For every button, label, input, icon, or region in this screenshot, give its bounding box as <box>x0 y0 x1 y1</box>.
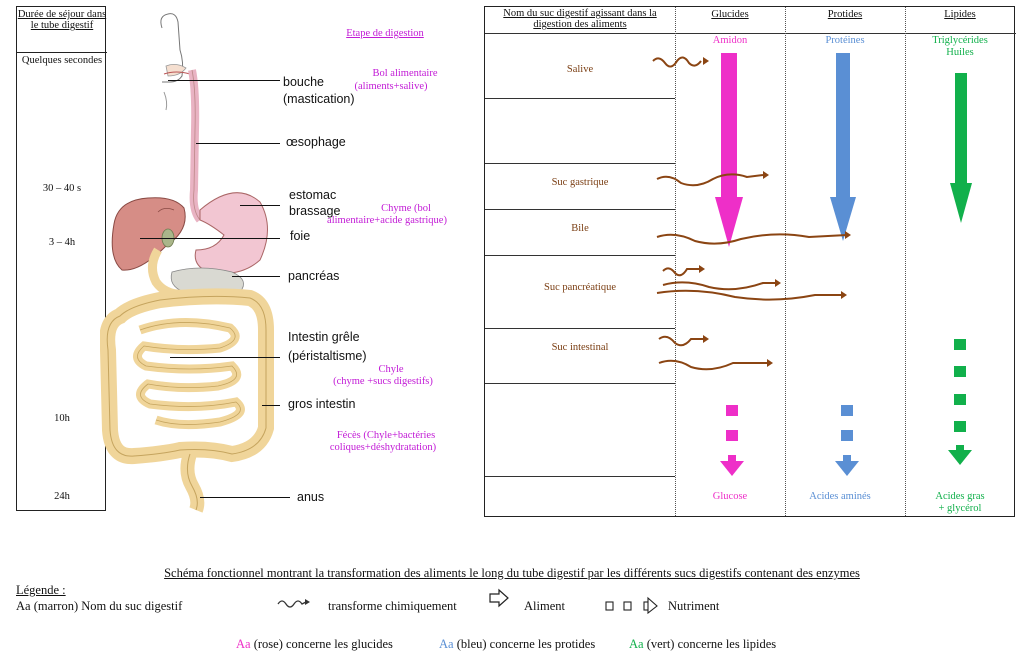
nutriment-glycerol: + glycérol <box>938 503 982 514</box>
legend-nutriment-label: Nutriment <box>668 599 720 613</box>
transform-squiggle <box>656 289 841 301</box>
nutriment-acides-gras: Acides gras <box>935 491 985 502</box>
legend-aliment-label: Aliment <box>524 599 565 613</box>
leader-line <box>240 205 280 206</box>
organ-label-bouche: bouche <box>283 75 325 89</box>
lipides-arrow <box>950 73 972 223</box>
row-divider <box>485 209 675 210</box>
nutriment-acides-amines: Acides aminés <box>809 491 871 502</box>
column-divider <box>785 7 786 516</box>
legend-color-green: Aa (vert) concerne les lipides <box>629 637 776 651</box>
transform-squiggle <box>652 56 702 68</box>
time-column-header: Durée de séjour dans le tube digestif <box>17 9 107 31</box>
column-divider <box>905 7 906 516</box>
legend-transform-label: transforme chimiquement <box>328 599 457 613</box>
stage-feces-sub: coliques+déshydratation) <box>329 442 437 453</box>
organ-label-intestin-grele: Intestin grêle <box>288 330 360 344</box>
legend-aa-blue: Aa <box>439 637 454 651</box>
time-label: 24h <box>54 491 70 502</box>
stage-chyle-sub: (chyme +sucs digestifs) <box>333 376 433 387</box>
time-label: 10h <box>54 413 70 424</box>
legend-aa-green: Aa <box>629 637 644 651</box>
time-label: Quelques secondes <box>21 55 103 66</box>
transform-squiggle <box>658 359 767 371</box>
figure-caption: Schéma fonctionnel montrant la transform… <box>164 566 860 580</box>
legend-green-text: (vert) concerne les lipides <box>646 637 777 651</box>
stage-feces-title: Fécès (Chyle+bactéries <box>336 430 436 441</box>
aliment-arrow-icon <box>489 588 509 608</box>
legend-juice-name: Aa (marron) Nom du suc digestif <box>16 599 183 613</box>
row-divider <box>485 255 675 256</box>
juice-bile: Bile <box>571 223 589 234</box>
transform-squiggle <box>656 233 848 245</box>
organ-label-oesophage: œsophage <box>286 135 346 149</box>
column-divider <box>675 7 676 516</box>
amino-acids-dashed-arrow <box>835 405 859 476</box>
glucides-arrow <box>715 53 743 247</box>
column-header-protides: Protides <box>827 9 863 20</box>
aliment-proteines: Protéines <box>825 35 865 46</box>
legend-blue-text: (bleu) concerne les protides <box>456 637 596 651</box>
organ-label-pancreas: pancréas <box>288 269 340 283</box>
stage-bol-sub: (aliments+salive) <box>354 81 428 92</box>
nutriment-glucose: Glucose <box>712 491 748 502</box>
stage-chyme-title: Chyme (bol <box>381 203 431 214</box>
leader-line <box>232 276 280 277</box>
organ-label-gros-intestin: gros intestin <box>288 397 356 411</box>
row-divider <box>485 476 675 477</box>
time-column-divider <box>17 52 107 53</box>
legend-color-pink: Aa (rose) concerne les glucides <box>236 637 393 651</box>
leader-line <box>200 497 290 498</box>
aliment-huiles: Huiles <box>946 47 974 58</box>
juice-salive: Salive <box>566 64 594 75</box>
aliment-amidon: Amidon <box>712 35 748 46</box>
transform-squiggle <box>662 267 699 277</box>
digestive-system-illustration <box>100 13 274 513</box>
aliment-triglycerides: Triglycérides <box>932 35 988 46</box>
juice-suc-pancreatique: Suc pancréatique <box>543 282 616 293</box>
stage-bol-title: Bol alimentaire <box>372 68 438 79</box>
row-divider <box>485 328 675 329</box>
leader-line <box>140 238 280 239</box>
stage-chyle-title: Chyle <box>378 364 404 375</box>
time-column: Durée de séjour dans le tube digestif Qu… <box>16 6 107 511</box>
organ-label-foie: foie <box>290 229 311 243</box>
leader-line <box>262 405 280 406</box>
leader-line <box>196 143 280 144</box>
header-divider <box>485 33 1016 34</box>
legend-title: Légende : <box>16 583 66 597</box>
leader-line <box>168 80 280 81</box>
nutriment-dashed-arrow-icon <box>605 596 658 614</box>
row-divider <box>485 98 675 99</box>
juice-suc-intestinal: Suc intestinal <box>551 342 609 353</box>
digestion-arrows <box>652 53 972 476</box>
transform-squiggle <box>656 173 764 187</box>
row-divider <box>485 163 675 164</box>
juice-suc-gastrique: Suc gastrique <box>551 177 609 188</box>
leader-line <box>170 357 280 358</box>
column-header-lipides: Lipides <box>944 9 976 20</box>
squiggle-arrow-icon <box>277 599 310 608</box>
row-divider <box>485 383 675 384</box>
organ-label-estomac: estomac <box>289 188 337 202</box>
time-label: 30 – 40 s <box>42 183 82 194</box>
legend-color-blue: Aa (bleu) concerne les protides <box>439 637 595 651</box>
fatty-acids-dashed-arrow <box>948 339 972 465</box>
organ-label-mastication: (mastication) <box>283 92 355 106</box>
legend-pink-text: (rose) concerne les glucides <box>253 637 393 651</box>
juice-column-header: Nom du suc digestif agissant dans la dig… <box>503 8 657 30</box>
organ-label-peristaltisme: (péristaltisme) <box>288 349 367 363</box>
legend-aa-pink: Aa <box>236 637 251 651</box>
protides-arrow <box>830 53 856 241</box>
organ-label-anus: anus <box>297 490 325 504</box>
column-header-glucides: Glucides <box>711 9 749 20</box>
transform-squiggle <box>662 281 775 291</box>
transform-squiggle <box>658 335 703 347</box>
stage-title: Etape de digestion <box>346 28 424 39</box>
time-label: 3 – 4h <box>48 237 76 248</box>
glucose-dashed-arrow <box>720 405 744 476</box>
stage-chyme-sub: alimentaire+acide gastrique) <box>327 215 447 226</box>
organ-label-brassage: brassage <box>289 204 341 218</box>
digestion-table: Nom du suc digestif agissant dans la dig… <box>484 6 1016 517</box>
